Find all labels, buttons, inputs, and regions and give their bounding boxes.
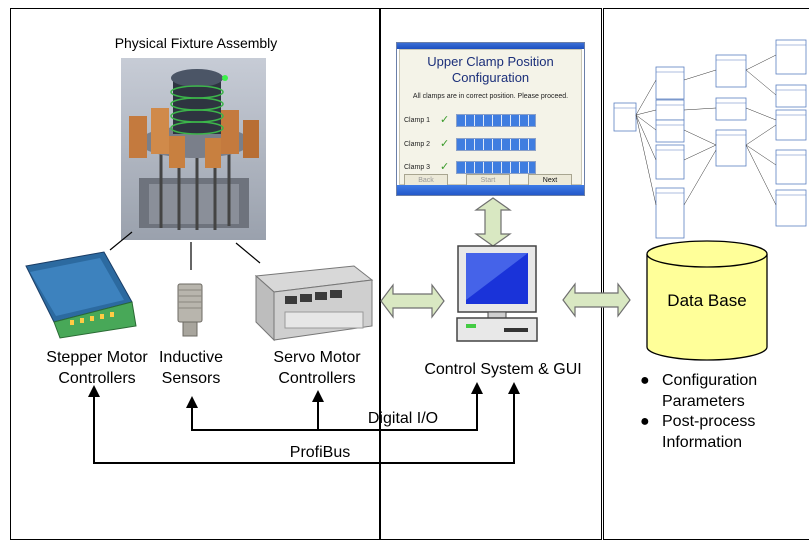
arrow-control-database — [562, 282, 631, 318]
servo-label: Servo Motor Controllers — [247, 347, 387, 389]
gui-title-line1: Upper Clamp Position — [427, 54, 554, 69]
servo-controller-image — [254, 265, 374, 342]
fixture-title: Physical Fixture Assembly — [114, 35, 278, 51]
inductive-label-line1: Inductive — [158, 349, 224, 366]
bullet-dot: ● — [640, 413, 650, 430]
check-icon: ✓ — [440, 161, 450, 173]
stepper-label-line1: Stepper Motor — [46, 349, 148, 366]
servo-label-line1: Servo Motor — [273, 349, 361, 366]
stepper-label: Stepper Motor Controllers — [22, 347, 172, 389]
clamp-2-label: Clamp 2 — [404, 141, 431, 148]
gui-title-line2: Configuration — [451, 70, 530, 85]
servo-label-line2: Controllers — [278, 370, 356, 387]
check-icon: ✓ — [440, 114, 450, 126]
database-icon — [646, 240, 768, 361]
gui-body: Upper Clamp Position Configuration All c… — [399, 49, 582, 188]
gui-title: Upper Clamp Position Configuration — [400, 54, 581, 86]
profibus-label: ProfiBus — [289, 444, 351, 461]
clamp-2-progress — [456, 138, 536, 151]
bullet-dot: ● — [640, 372, 650, 389]
computer-icon — [456, 245, 538, 342]
clamp-1-label: Clamp 1 — [404, 117, 431, 124]
stepper-controller-image — [25, 251, 137, 339]
clamp-3-label: Clamp 3 — [404, 164, 431, 171]
gui-taskbar — [397, 185, 584, 195]
gui-title-bar — [397, 43, 584, 49]
clamp-1-progress — [456, 114, 536, 127]
database-label: Data Base — [667, 291, 747, 310]
check-icon: ✓ — [440, 138, 450, 150]
clamp-3-progress — [456, 161, 536, 174]
gui-window: Upper Clamp Position Configuration All c… — [396, 42, 585, 196]
connections — [88, 197, 631, 464]
fixture-assembly-image — [121, 58, 266, 240]
inductive-label: Inductive Sensors — [146, 347, 236, 389]
stepper-label-line2: Controllers — [58, 370, 136, 387]
gui-message: All clamps are in correct position. Plea… — [412, 93, 569, 100]
arrow-servo-control — [380, 283, 445, 319]
control-system-label: Control System & GUI — [424, 361, 582, 378]
digital-io-label: Digital I/O — [367, 410, 439, 427]
inductive-label-line2: Sensors — [161, 370, 221, 387]
inductive-sensor-image — [177, 283, 203, 337]
